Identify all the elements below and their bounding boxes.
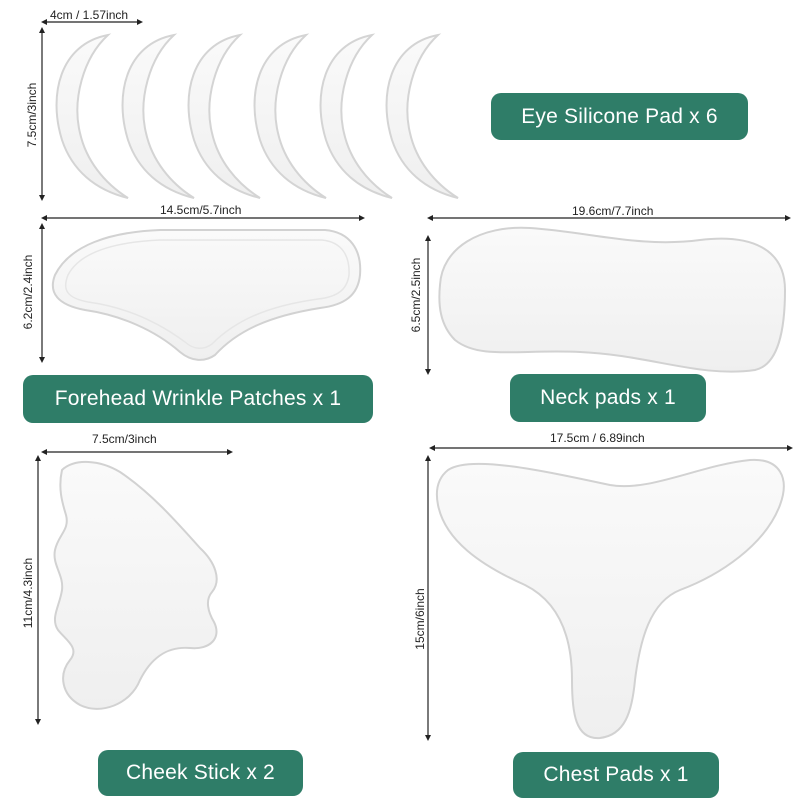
neck-width-label: 19.6cm/7.7inch xyxy=(572,204,654,218)
cheek-height-label: 11cm/4.3inch xyxy=(21,557,35,629)
forehead-patch-shape xyxy=(51,229,362,361)
chest-height-label: 15cm/6inch xyxy=(413,588,427,650)
eye-pad-group xyxy=(55,34,459,199)
chest-width-label: 17.5cm / 6.89inch xyxy=(550,431,645,445)
forehead-patch-inner xyxy=(64,239,350,349)
neck-pad-badge: Neck pads x 1 xyxy=(510,374,706,422)
cheek-stick-badge: Cheek Stick x 2 xyxy=(98,750,303,796)
eye-pad xyxy=(253,34,327,199)
chest-pad-shape xyxy=(435,458,785,740)
forehead-height-label: 6.2cm/2.4inch xyxy=(21,254,35,330)
cheek-width-label: 7.5cm/3inch xyxy=(92,432,157,446)
neck-pad-shape xyxy=(438,226,787,373)
eye-pad xyxy=(55,34,129,199)
chest-pad-badge: Chest Pads x 1 xyxy=(513,752,719,798)
eye-pad xyxy=(385,34,459,199)
eye-pad xyxy=(187,34,261,199)
cheek-stick-shape xyxy=(53,460,218,710)
eye-height-label: 7.5cm/3inch xyxy=(25,82,39,148)
neck-height-label: 6.5cm/2.5inch xyxy=(409,257,423,333)
eye-pad xyxy=(121,34,195,199)
forehead-width-label: 14.5cm/5.7inch xyxy=(160,203,242,217)
eye-width-label: 4cm / 1.57inch xyxy=(50,8,129,22)
eye-pad-badge: Eye Silicone Pad x 6 xyxy=(491,93,748,140)
forehead-patch-badge: Forehead Wrinkle Patches x 1 xyxy=(23,375,373,423)
eye-pad xyxy=(319,34,393,199)
